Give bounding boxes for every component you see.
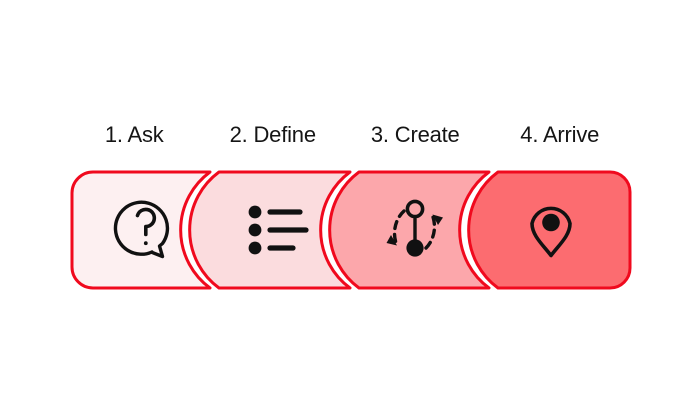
step-panel-1[interactable] (70, 170, 212, 290)
step-label-1: 1. Ask (104, 122, 164, 147)
step-panel-4[interactable] (467, 170, 632, 290)
step-label-4: 4. Arrive (520, 122, 600, 147)
step-label-3: 3. Create (370, 122, 460, 147)
step-panel-3[interactable] (328, 170, 491, 290)
bullet-list-icon (248, 205, 309, 255)
map-pin-icon (530, 206, 572, 258)
step-shape-1 (70, 170, 212, 290)
cycle-arrows-icon (386, 199, 443, 257)
question-speech-bubble-icon (113, 200, 170, 259)
step-labels-row: 1. Ask 2. Define 3. Create 4. Arrive (72, 118, 628, 152)
step-label-2: 2. Define (229, 122, 316, 147)
step-shape-3 (328, 170, 491, 290)
step-panel-2[interactable] (188, 170, 352, 290)
